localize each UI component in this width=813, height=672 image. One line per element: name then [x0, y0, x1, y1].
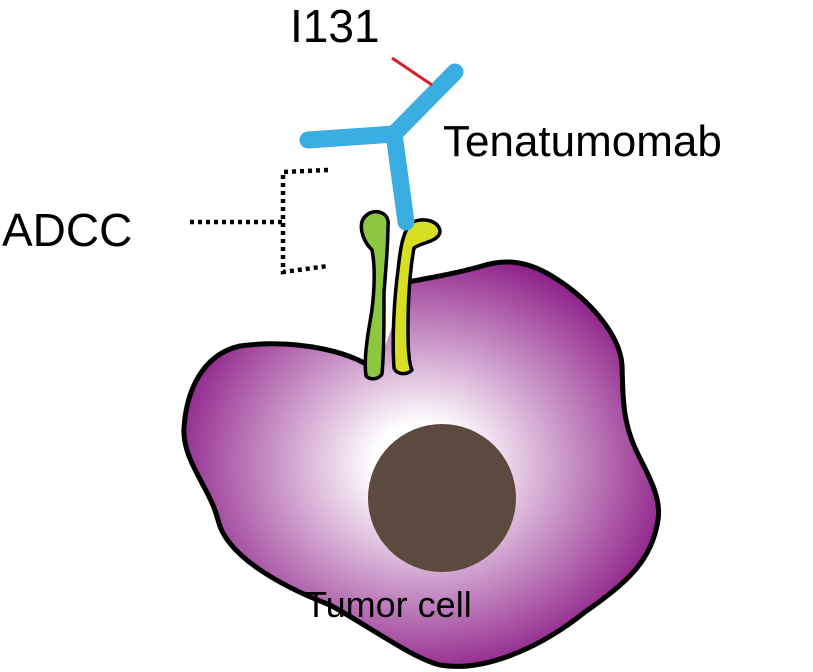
receptor-left [359, 209, 390, 381]
antibody-label: Tenatumomab [443, 117, 722, 166]
cell-label: Tumor cell [305, 584, 472, 625]
antibody-tenatumomab [299, 63, 464, 231]
isotope-label: I131 [290, 0, 380, 52]
antibody-y-shape [299, 63, 464, 231]
adcc-bracket [190, 167, 329, 275]
adcc-bracket-path [280, 167, 329, 275]
isotope-link-line [391, 56, 433, 87]
mechanism-label: ADCC [2, 204, 132, 256]
receptor-right [391, 218, 442, 376]
nucleus [368, 424, 516, 572]
